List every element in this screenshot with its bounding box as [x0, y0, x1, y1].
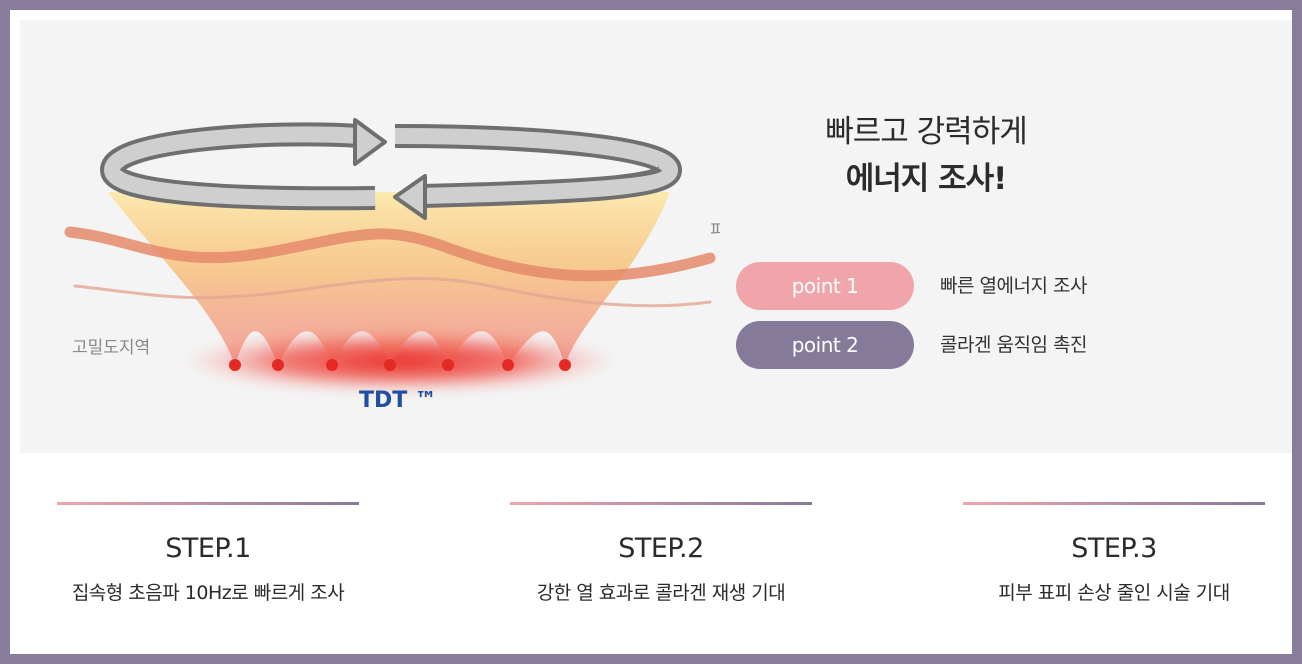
step-description: 집속형 초음파 10Hz로 빠르게 조사	[71, 582, 345, 604]
point-1-badge: point 1	[736, 262, 914, 310]
point-1-description: 빠른 열에너지 조사	[940, 275, 1087, 297]
step-divider	[57, 502, 359, 505]
step-description: 강한 열 효과로 콜라겐 재생 기대	[536, 582, 786, 604]
step-title: STEP.3	[1071, 533, 1157, 564]
focal-points	[229, 359, 571, 371]
step-description: 피부 표피 손상 줄인 시술 기대	[998, 582, 1230, 604]
label-skin: 피부	[710, 221, 720, 241]
point-2-badge: point 2	[736, 321, 914, 369]
skin-line-upper	[64, 226, 716, 282]
step-2: STEP.2 강한 열 효과로 콜라겐 재생 기대	[510, 502, 812, 605]
step-title: STEP.1	[165, 533, 251, 564]
step-1: STEP.1 집속형 초음파 10Hz로 빠르게 조사	[57, 502, 359, 605]
step-title: STEP.2	[618, 533, 704, 564]
rotation-ring-icon	[100, 118, 682, 220]
tdt-energy-diagram: 피부 고밀도지역 TDT ™	[64, 118, 720, 413]
step-divider	[963, 502, 1265, 505]
headline-line2: 에너지 조사!	[845, 161, 1008, 197]
step-3: STEP.3 피부 표피 손상 줄인 시술 기대	[963, 502, 1265, 605]
point-2-description: 콜라겐 움직임 촉진	[940, 334, 1087, 356]
headline-line1: 빠르고 강력하게	[825, 114, 1028, 150]
skin-line-lower	[73, 276, 712, 308]
top-panel: 피부 고밀도지역 TDT ™	[20, 20, 1292, 453]
step-divider	[510, 502, 812, 505]
label-high-density: 고밀도지역	[72, 338, 150, 358]
label-tdt: TDT ™	[359, 388, 437, 413]
